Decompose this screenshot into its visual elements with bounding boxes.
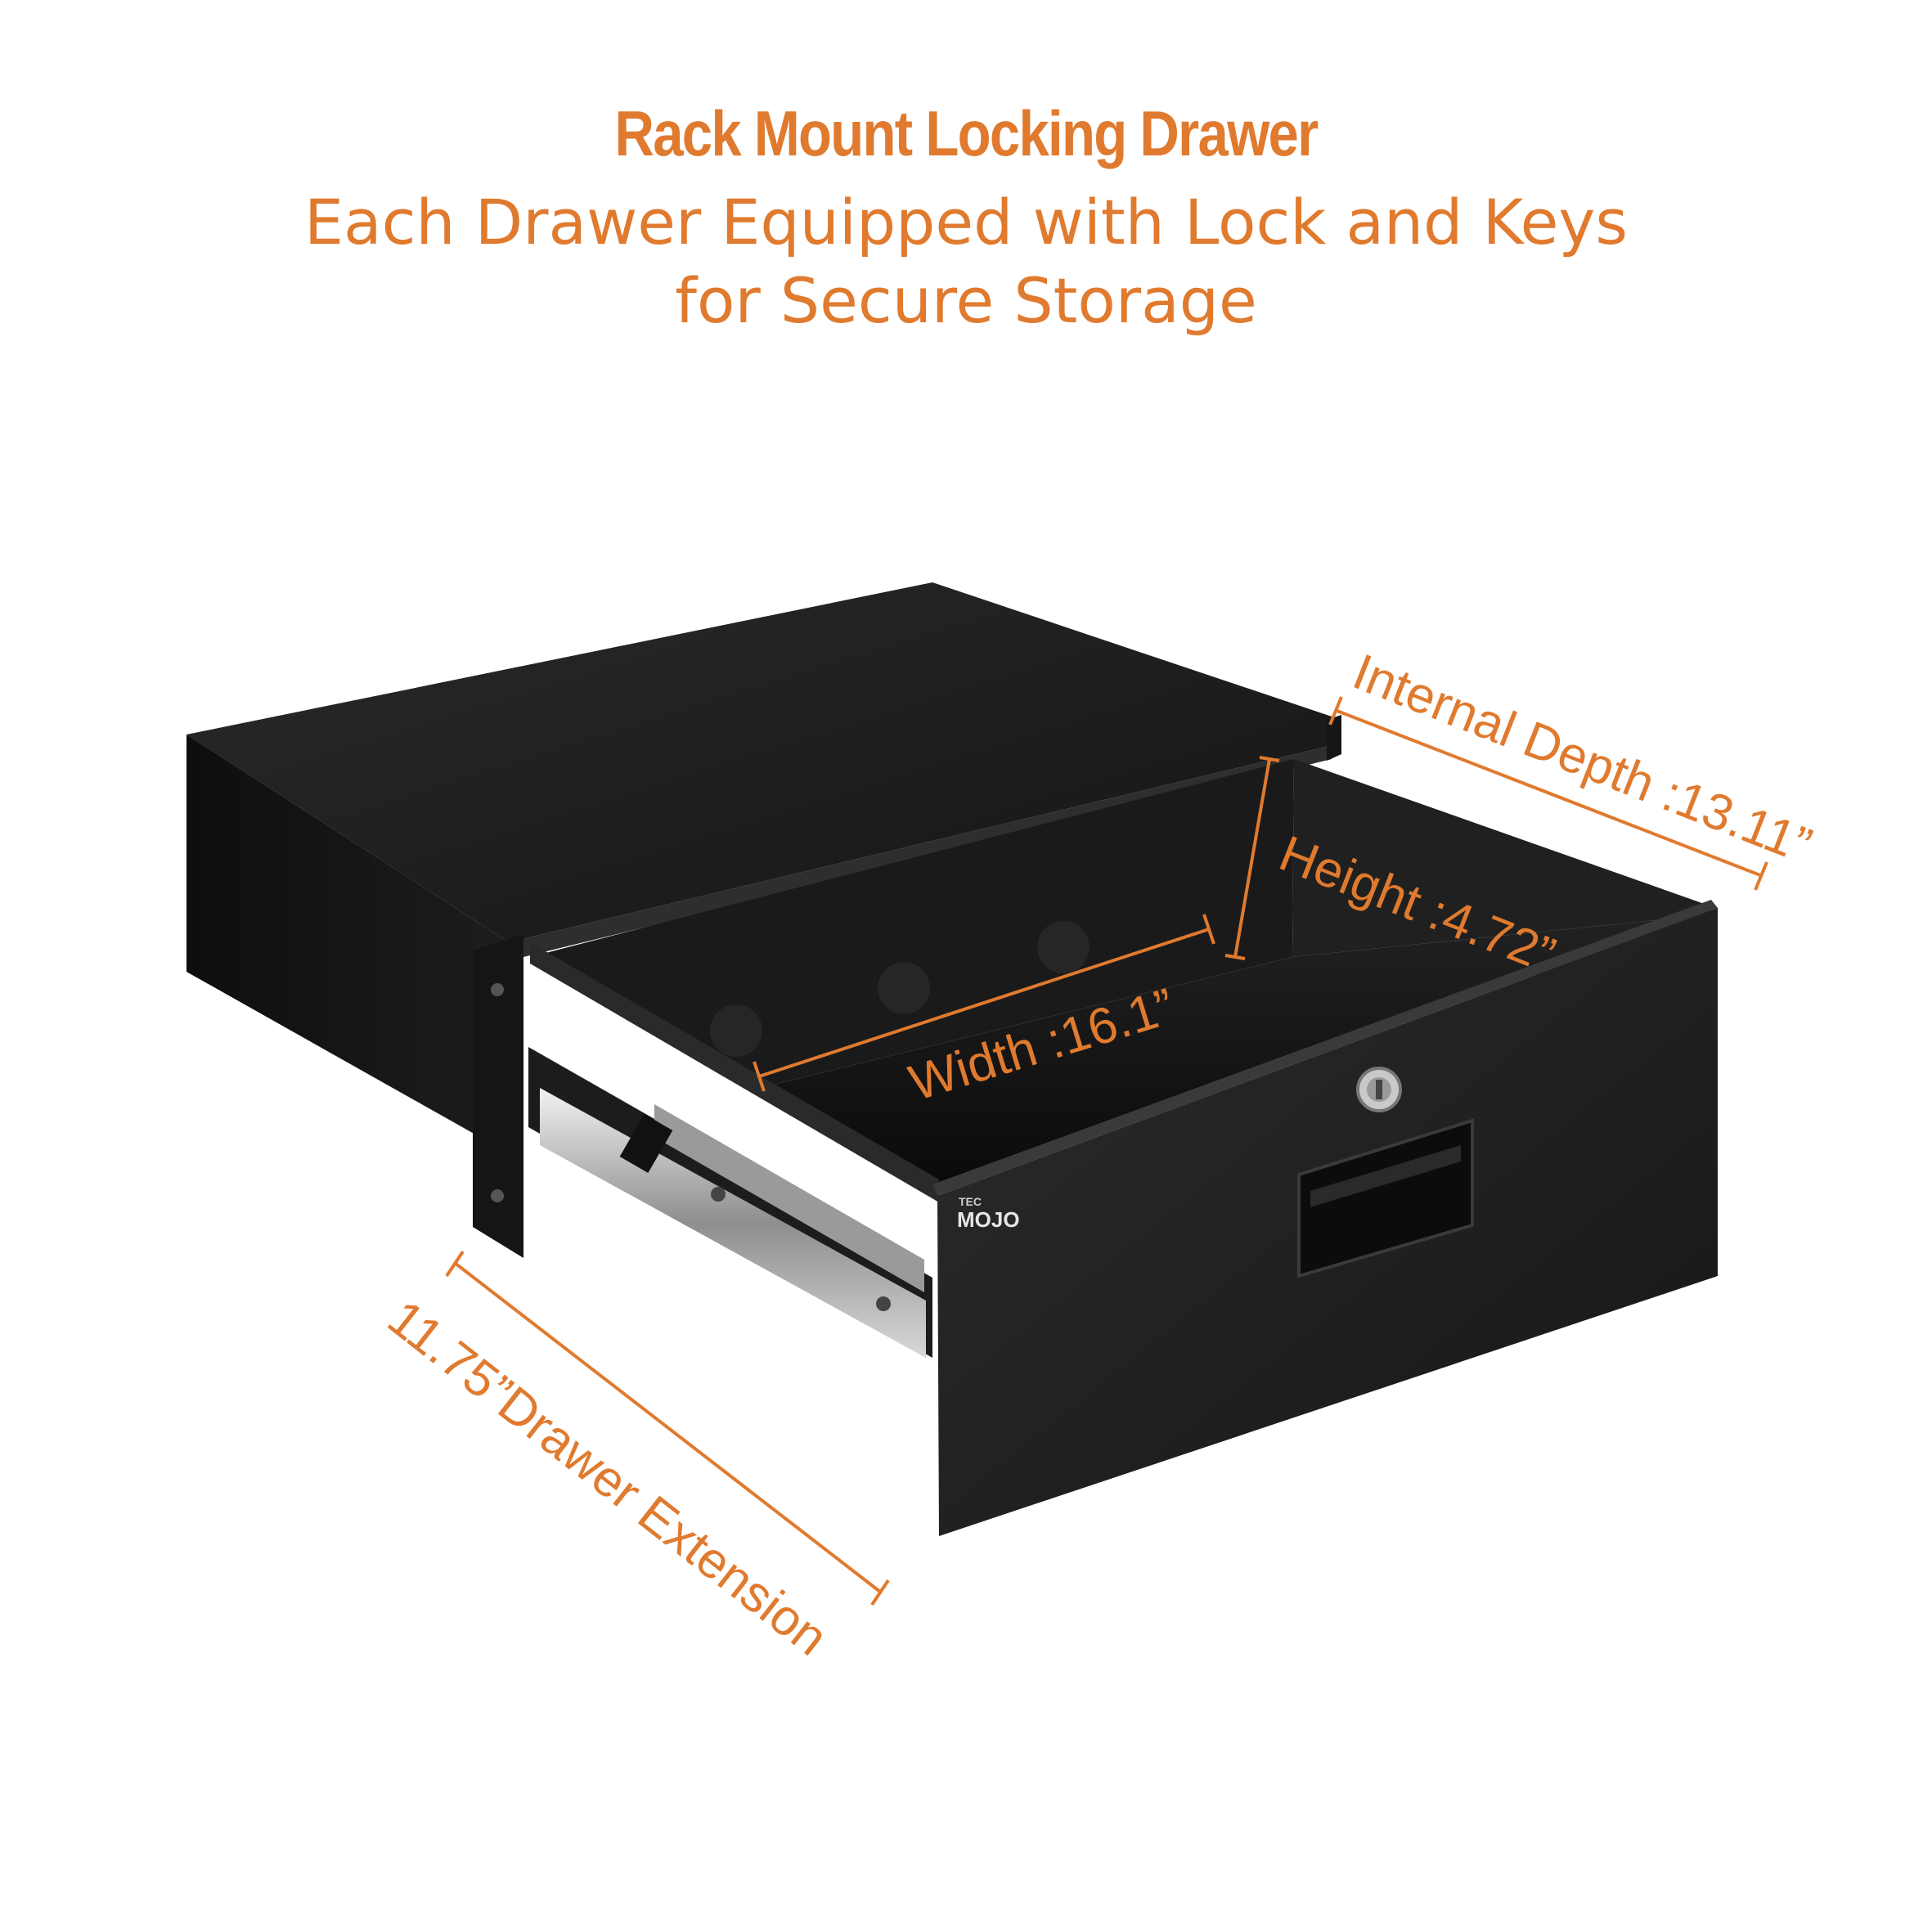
brand-logo-small: TEC [959, 1195, 982, 1208]
drawer-inner-right-wall [1292, 759, 1711, 957]
brand-logo: TEC MOJO [957, 1195, 1020, 1232]
drawer-front-top-lip [932, 900, 1718, 1196]
drawer-front-panel: TEC MOJO [932, 900, 1718, 1536]
lock-icon[interactable] [1356, 1067, 1402, 1112]
subtitle-line-1: Each Drawer Equipped with Lock and Keys [304, 186, 1628, 258]
rack-ear-right [1327, 715, 1341, 761]
page-subtitle: Each Drawer Equipped with Lock and Keys … [0, 183, 1932, 340]
drawer-interior [530, 759, 1711, 1184]
knockout-hole [710, 1004, 762, 1057]
drawer-slide-assembly [528, 942, 939, 1358]
rack-ear-hole [491, 983, 504, 996]
drawer-handle-recess [1310, 1145, 1461, 1207]
dimension-extension-label: 11.75”Drawer Extension [377, 1290, 838, 1667]
drawer-floor [761, 914, 1711, 1184]
knockout-hole [1037, 921, 1090, 973]
page-title: Rack Mount Locking Drawer [614, 97, 1319, 169]
cabinet-housing [186, 582, 1341, 1258]
slide-rail-clip [619, 1114, 673, 1173]
subtitle-line-2: for Secure Storage [675, 264, 1257, 337]
cabinet-top [186, 582, 1341, 942]
cabinet-front-edge [509, 746, 1332, 957]
cabinet-left-side [186, 735, 509, 1153]
slide-screw [876, 1296, 891, 1311]
slide-rail-inner [654, 1104, 924, 1292]
knockout-hole [878, 962, 930, 1014]
brand-logo-text: MOJO [957, 1207, 1020, 1232]
drawer-back-wall [530, 759, 1294, 1088]
rack-ear-hole [491, 1189, 504, 1202]
dimension-extension: 11.75”Drawer Extension [377, 1250, 890, 1667]
drawer-left-wall [530, 942, 939, 1202]
rack-ear-left [473, 934, 523, 1258]
slide-screw [711, 1187, 726, 1202]
